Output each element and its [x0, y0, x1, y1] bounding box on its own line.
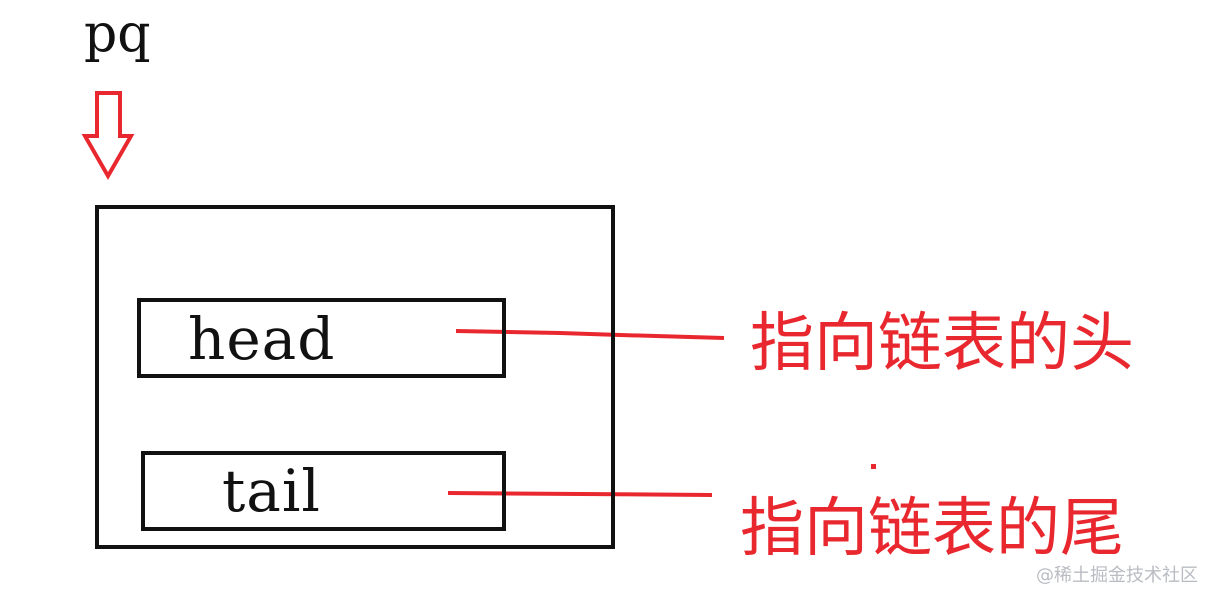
tail-annotation: 指向链表的尾 — [740, 492, 1124, 566]
head-annotation: 指向链表的头 — [750, 307, 1134, 381]
head-field-box — [137, 298, 506, 378]
pointer-label: pq — [84, 4, 151, 64]
tail-field-label: tail — [222, 457, 321, 525]
head-connector-line — [455, 329, 725, 340]
tail-connector-line — [447, 491, 713, 497]
head-field-label: head — [188, 305, 336, 373]
tail-field-box — [141, 451, 506, 531]
queue-struct-box — [95, 205, 615, 549]
stray-dot — [871, 464, 876, 469]
down-arrow-icon — [81, 91, 135, 181]
watermark: @稀土掘金技术社区 — [1036, 565, 1198, 586]
